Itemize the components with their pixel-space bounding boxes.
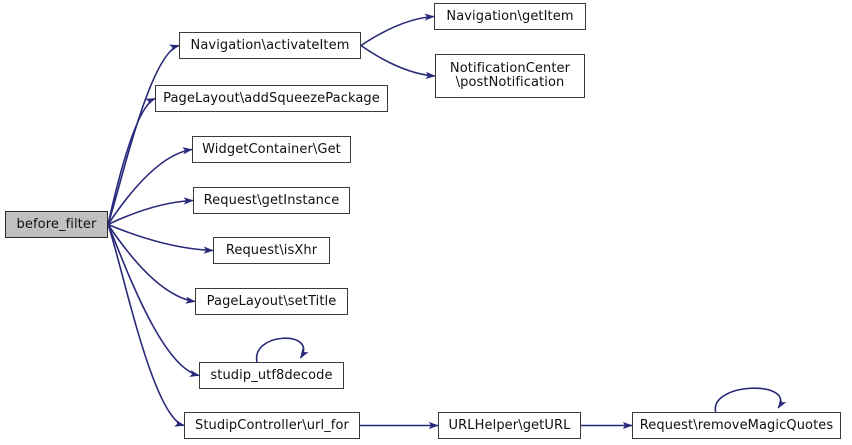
graph-edge-before-filter-to-pagelayout-settitle (107, 224, 196, 304)
graph-node-studipcontroller-url-for[interactable]: StudipController\url_for (184, 412, 360, 439)
graph-edge-navigation-activateitem-to-navigation-getitem (360, 13, 435, 47)
graph-edge-before-filter-to-request-getinstance (107, 197, 194, 226)
graph-node-label: StudipController\url_for (194, 417, 349, 433)
graph-node-label: PageLayout\addSqueezePackage (163, 90, 380, 106)
graph-edge-before-filter-to-studipcontroller-url-for (107, 224, 185, 427)
graph-node-label: studip_utf8decode (210, 367, 333, 383)
graph-node-request-isxhr[interactable]: Request\isXhr (213, 237, 330, 264)
graph-edge-studip-utf8decode-to-studip-utf8decode (256, 337, 309, 363)
graph-node-before-filter[interactable]: before_filter (5, 211, 108, 238)
graph-node-request-removemagicquotes[interactable]: Request\removeMagicQuotes (632, 412, 841, 439)
graph-edge-before-filter-to-request-isxhr (107, 223, 214, 254)
graph-node-label: URLHelper\getURL (448, 417, 571, 433)
graph-edge-request-removemagicquotes-to-request-removemagicquotes (714, 387, 787, 413)
graph-node-widgetcontainer-get[interactable]: WidgetContainer\Get (192, 136, 351, 163)
graph-node-pagelayout-settitle[interactable]: PageLayout\setTitle (195, 288, 348, 315)
graph-node-request-getinstance[interactable]: Request\getInstance (193, 187, 350, 214)
graph-node-label: NotificationCenter \postNotification (449, 61, 571, 90)
graph-node-label: Request\removeMagicQuotes (639, 417, 834, 433)
graph-node-label: PageLayout\setTitle (206, 293, 337, 309)
graph-node-studip-utf8decode[interactable]: studip_utf8decode (199, 362, 344, 389)
graph-node-pagelayout-addsqueezepackage[interactable]: PageLayout\addSqueezePackage (155, 85, 388, 112)
graph-node-label: Request\isXhr (225, 242, 318, 258)
graph-edge-before-filter-to-pagelayout-addsqueezepackage (107, 97, 156, 225)
graph-node-label: Navigation\getItem (446, 8, 574, 24)
graph-edge-navigation-activateitem-to-notificationcenter-postnotification (360, 44, 436, 79)
graph-node-navigation-getitem[interactable]: Navigation\getItem (434, 3, 586, 30)
graph-node-label: Request\getInstance (203, 192, 340, 208)
graph-node-urlhelper-geturl[interactable]: URLHelper\getURL (438, 412, 581, 439)
graph-edge-before-filter-to-navigation-activateitem (107, 44, 180, 225)
graph-node-label: before_filter (16, 216, 97, 232)
graph-node-label: Navigation\activateItem (190, 37, 350, 53)
graph-edge-before-filter-to-studip-utf8decode (107, 224, 200, 378)
graph-edge-before-filter-to-widgetcontainer-get (107, 147, 193, 225)
graph-node-notificationcenter-postnotification[interactable]: NotificationCenter \postNotification (435, 54, 585, 98)
graph-node-navigation-activateitem[interactable]: Navigation\activateItem (179, 32, 361, 59)
graph-node-label: WidgetContainer\Get (202, 141, 341, 157)
